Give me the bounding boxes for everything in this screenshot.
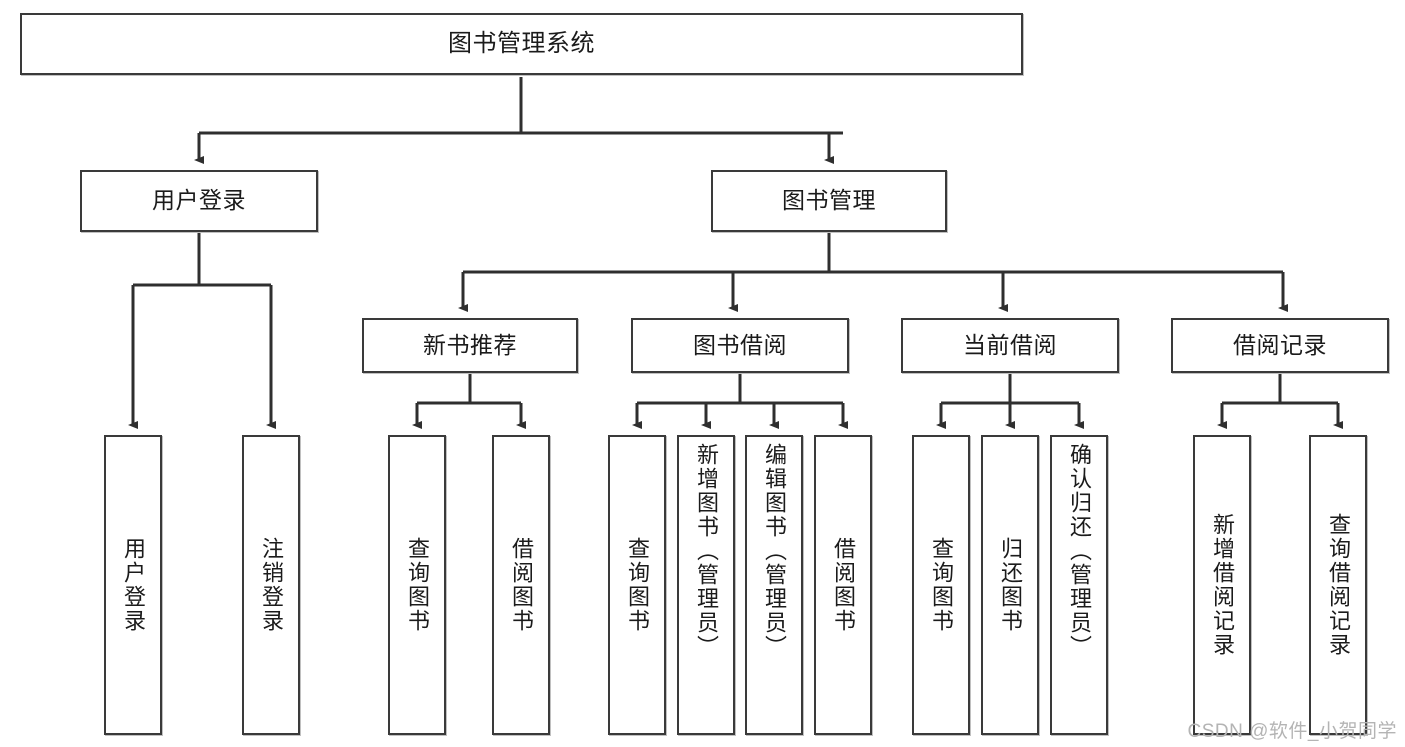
node-user-login-label: 用户登录: [152, 187, 246, 214]
node-leaf-query-book-1-label: 查询图书: [405, 537, 430, 633]
node-leaf-borrow-book-1[interactable]: 借阅图书: [492, 435, 550, 735]
node-leaf-query-record-label: 查询借阅记录: [1326, 513, 1351, 657]
node-leaf-return-book[interactable]: 归还图书: [981, 435, 1039, 735]
node-leaf-query-book-2[interactable]: 查询图书: [608, 435, 666, 735]
node-book-borrow[interactable]: 图书借阅: [631, 318, 849, 373]
node-leaf-borrow-book-2[interactable]: 借阅图书: [814, 435, 872, 735]
node-user-login[interactable]: 用户登录: [80, 170, 318, 232]
node-leaf-edit-book[interactable]: 编辑图书（管理员）: [745, 435, 803, 735]
node-leaf-user-login[interactable]: 用户登录: [104, 435, 162, 735]
node-leaf-logout-label: 注销登录: [259, 537, 284, 633]
node-leaf-query-book-3-label: 查询图书: [929, 537, 954, 633]
node-leaf-borrow-book-2-label: 借阅图书: [831, 537, 856, 633]
node-leaf-edit-book-label: 编辑图书（管理员）: [762, 443, 787, 659]
node-book-borrow-label: 图书借阅: [693, 331, 787, 358]
node-leaf-logout[interactable]: 注销登录: [242, 435, 300, 735]
node-leaf-confirm-return-label: 确认归还（管理员）: [1067, 443, 1092, 659]
node-current-borrow[interactable]: 当前借阅: [901, 318, 1119, 373]
node-leaf-query-record[interactable]: 查询借阅记录: [1309, 435, 1367, 735]
watermark-text: CSDN @软件_小贺同学: [1187, 721, 1397, 742]
node-leaf-query-book-3[interactable]: 查询图书: [912, 435, 970, 735]
node-leaf-user-login-label: 用户登录: [121, 537, 146, 633]
node-leaf-add-book[interactable]: 新增图书（管理员）: [677, 435, 735, 735]
node-borrow-record-label: 借阅记录: [1233, 331, 1327, 358]
node-new-book-rec[interactable]: 新书推荐: [362, 318, 578, 373]
node-book-manage[interactable]: 图书管理: [711, 170, 947, 232]
node-leaf-return-book-label: 归还图书: [998, 537, 1023, 633]
node-root[interactable]: 图书管理系统: [20, 13, 1023, 75]
node-leaf-confirm-return[interactable]: 确认归还（管理员）: [1050, 435, 1108, 735]
node-leaf-query-book-2-label: 查询图书: [625, 537, 650, 633]
node-book-manage-label: 图书管理: [782, 187, 876, 214]
node-leaf-query-book-1[interactable]: 查询图书: [388, 435, 446, 735]
node-leaf-add-record[interactable]: 新增借阅记录: [1193, 435, 1251, 735]
node-root-label: 图书管理系统: [448, 29, 595, 57]
node-leaf-add-record-label: 新增借阅记录: [1210, 513, 1235, 657]
node-borrow-record[interactable]: 借阅记录: [1171, 318, 1389, 373]
node-new-book-rec-label: 新书推荐: [423, 331, 517, 358]
node-current-borrow-label: 当前借阅: [963, 331, 1057, 358]
node-leaf-borrow-book-1-label: 借阅图书: [509, 537, 534, 633]
node-leaf-add-book-label: 新增图书（管理员）: [694, 443, 719, 659]
